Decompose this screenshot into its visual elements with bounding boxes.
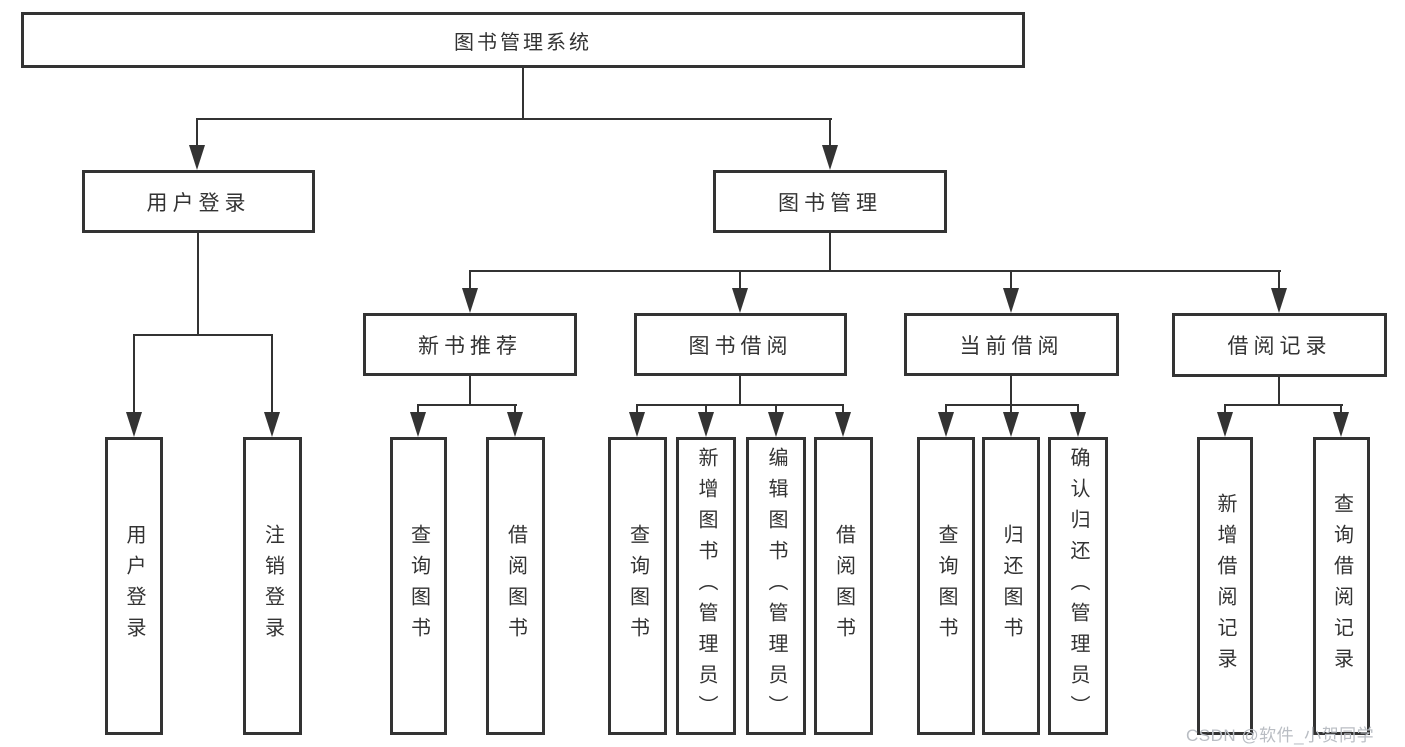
leaf-return-books: 归还图书 — [982, 437, 1040, 735]
connector-line — [133, 334, 273, 336]
connector-line — [1278, 377, 1280, 406]
leaf-confirm-return-admin: 确认归还（管理员） — [1048, 437, 1108, 735]
leaf-add-borrow-record: 新增借阅记录 — [1197, 437, 1253, 735]
arrow-down-icon — [1217, 412, 1233, 437]
node-borrowing-records: 借阅记录 — [1172, 313, 1387, 377]
connector-line — [775, 404, 777, 418]
connector-line — [636, 404, 638, 418]
leaf-user-login: 用户登录 — [105, 437, 163, 735]
connector-line — [636, 404, 844, 406]
arrow-down-icon — [768, 412, 784, 437]
arrow-down-icon — [835, 412, 851, 437]
arrow-down-icon — [126, 412, 142, 437]
leaf-borrow-books-recommend: 借阅图书 — [486, 437, 545, 735]
connector-line — [417, 404, 517, 406]
connector-line — [1340, 404, 1342, 418]
arrow-down-icon — [822, 145, 838, 170]
leaf-query-borrow-record: 查询借阅记录 — [1313, 437, 1370, 735]
connector-line — [1010, 270, 1012, 294]
leaf-query-books-borrowing: 查询图书 — [608, 437, 667, 735]
node-new-book-recommend: 新书推荐 — [363, 313, 577, 376]
arrow-down-icon — [1333, 412, 1349, 437]
connector-line — [469, 270, 1281, 272]
connector-line — [514, 404, 516, 418]
connector-line — [271, 334, 273, 416]
arrow-down-icon — [629, 412, 645, 437]
connector-line — [1224, 404, 1226, 418]
connector-line — [705, 404, 707, 418]
connector-line — [842, 404, 844, 418]
connector-line — [1010, 404, 1012, 418]
connector-line — [133, 334, 135, 416]
leaf-add-books-admin: 新增图书（管理员） — [676, 437, 736, 735]
arrow-down-icon — [938, 412, 954, 437]
connector-line — [1278, 270, 1280, 294]
connector-line — [1224, 404, 1343, 406]
leaf-logout-login: 注销登录 — [243, 437, 302, 735]
arrow-down-icon — [1271, 288, 1287, 313]
connector-line — [469, 270, 471, 294]
connector-line — [945, 404, 947, 418]
leaf-borrow-books: 借阅图书 — [814, 437, 873, 735]
arrow-down-icon — [1003, 412, 1019, 437]
connector-line — [945, 404, 1079, 406]
connector-line — [197, 233, 199, 336]
arrow-down-icon — [732, 288, 748, 313]
connector-line — [522, 66, 524, 120]
connector-line — [469, 376, 471, 406]
connector-line — [739, 376, 741, 406]
node-book-management: 图书管理 — [713, 170, 947, 233]
node-user-login: 用户登录 — [82, 170, 315, 233]
arrow-down-icon — [1070, 412, 1086, 437]
connector-line — [739, 270, 741, 294]
connector-line — [829, 233, 831, 272]
arrow-down-icon — [410, 412, 426, 437]
leaf-edit-books-admin: 编辑图书（管理员） — [746, 437, 806, 735]
connector-line — [1077, 404, 1079, 418]
node-book-borrowing: 图书借阅 — [634, 313, 847, 376]
arrow-down-icon — [462, 288, 478, 313]
node-root: 图书管理系统 — [21, 12, 1025, 68]
connector-line — [196, 118, 198, 152]
node-current-borrowing: 当前借阅 — [904, 313, 1119, 376]
leaf-query-books-current: 查询图书 — [917, 437, 975, 735]
arrow-down-icon — [189, 145, 205, 170]
arrow-down-icon — [698, 412, 714, 437]
connector-line — [829, 118, 831, 152]
arrow-down-icon — [264, 412, 280, 437]
connector-line — [197, 118, 832, 120]
arrow-down-icon — [1003, 288, 1019, 313]
leaf-query-books-recommend: 查询图书 — [390, 437, 447, 735]
arrow-down-icon — [507, 412, 523, 437]
watermark: CSDN @软件_小贺同学 — [1186, 726, 1375, 745]
connector-line — [417, 404, 419, 418]
connector-line — [1010, 376, 1012, 406]
